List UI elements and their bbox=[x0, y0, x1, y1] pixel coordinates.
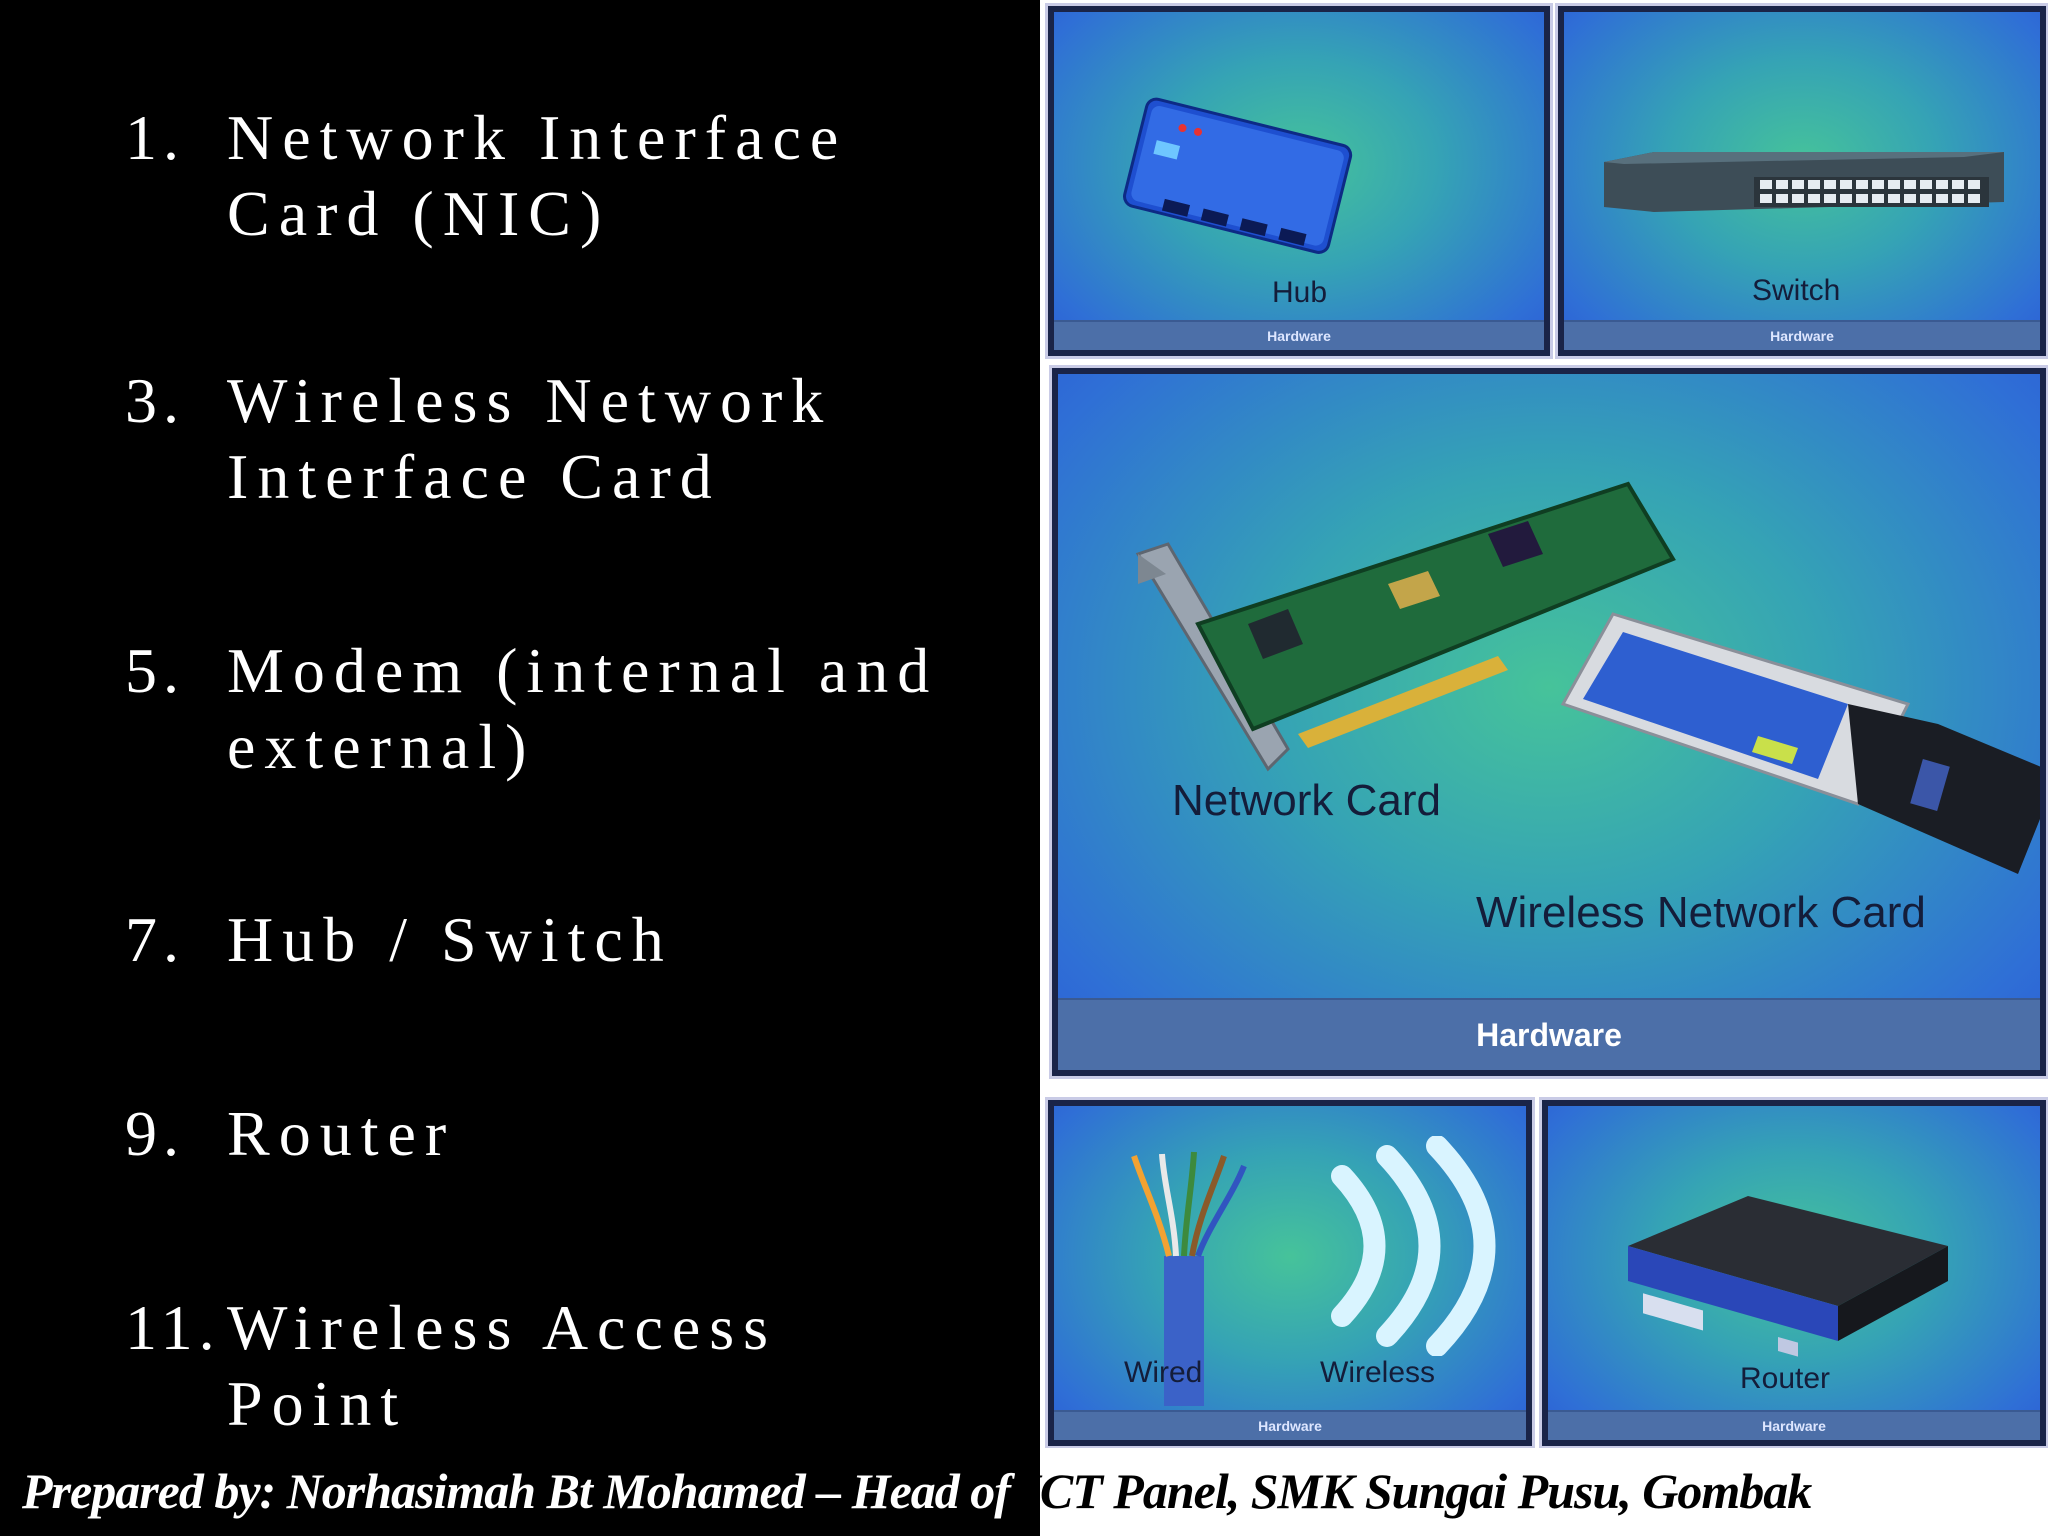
wired-label: Wired bbox=[1124, 1356, 1203, 1389]
list-item-label: Network Interface Card (NIC) bbox=[227, 102, 848, 249]
panel-footer: Hardware bbox=[1054, 1410, 1526, 1440]
left-pane bbox=[0, 0, 1040, 1536]
list-item-number: 11. bbox=[125, 1292, 221, 1363]
panel-footer: Hardware bbox=[1058, 998, 2040, 1070]
router-device-icon bbox=[1628, 1196, 1948, 1357]
list-item-label: Hub / Switch bbox=[227, 904, 673, 975]
panel-media: Wired Wireless Hardware bbox=[1045, 1097, 1535, 1449]
wireless-waves-icon bbox=[1331, 1136, 1496, 1356]
cable-icon bbox=[1131, 1151, 1247, 1406]
list-item-number: 3. bbox=[125, 365, 185, 436]
wireless-network-card-label: Wireless Network Card bbox=[1476, 888, 1926, 937]
panel-hub: Hub Hardware bbox=[1045, 3, 1553, 359]
panel-label: Router bbox=[1740, 1362, 1831, 1395]
list-item-number: 1. bbox=[125, 102, 185, 173]
list-item-label: Modem (internal and external) bbox=[227, 635, 939, 782]
author-credit: Prepared by: Norhasimah Bt Mohamed – Hea… bbox=[22, 1462, 2032, 1520]
panel-router: Router Hardware bbox=[1539, 1097, 2048, 1449]
hub-device-icon bbox=[1123, 97, 1353, 254]
list-item-number: 7. bbox=[125, 904, 185, 975]
wireless-label: Wireless bbox=[1320, 1356, 1436, 1389]
panel-footer: Hardware bbox=[1564, 320, 2040, 350]
switch-device-icon bbox=[1604, 152, 2004, 212]
list-item-number: 5. bbox=[125, 635, 185, 706]
network-card-label: Network Card bbox=[1172, 776, 1441, 825]
credit-part-1: Prepared by: Norhasimah Bt Mohamed – Hea… bbox=[22, 1463, 1022, 1519]
panel-label: Hub bbox=[1272, 276, 1328, 309]
list-item-label: Wireless Network Interface Card bbox=[227, 365, 833, 512]
panel-switch: Switch Hardware bbox=[1555, 3, 2048, 359]
wireless-card-icon bbox=[1560, 612, 2040, 874]
panel-footer: Hardware bbox=[1054, 320, 1544, 350]
credit-background-light bbox=[1040, 1448, 2048, 1536]
list-item-number: 9. bbox=[125, 1098, 185, 1169]
panel-footer: Hardware bbox=[1548, 1410, 2040, 1440]
credit-part-2: ICT Panel, SMK Sungai Pusu, Gombak bbox=[1021, 1463, 1812, 1519]
panel-network-card: Network Card Wireless Network Card Hardw… bbox=[1049, 365, 2048, 1079]
network-card-icon bbox=[1135, 481, 1676, 772]
list-item-label: Wireless Access Point bbox=[227, 1292, 778, 1439]
credit-background-dark bbox=[0, 1448, 1040, 1536]
panel-label: Switch bbox=[1752, 274, 1841, 307]
list-item-label: Router bbox=[227, 1098, 456, 1169]
